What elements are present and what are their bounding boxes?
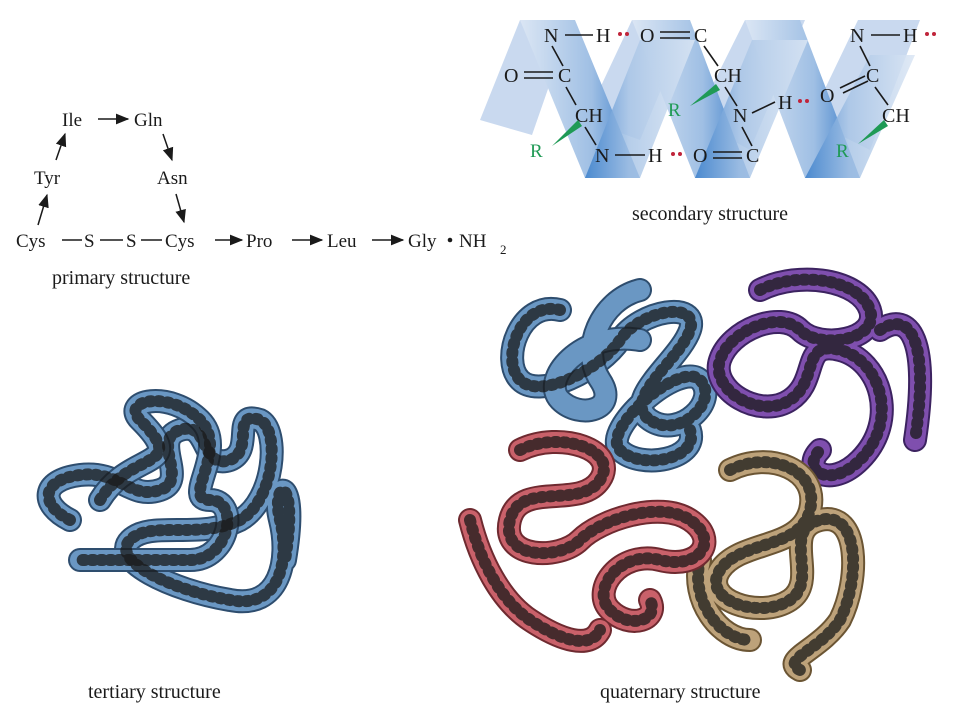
bond <box>703 45 719 67</box>
atom-c-3: C <box>746 145 759 167</box>
tertiary-structure: tertiary structure <box>36 389 302 703</box>
tertiary-stripes <box>42 412 296 608</box>
r-group-3: R <box>836 141 849 162</box>
atom-ch-1: CH <box>575 105 603 127</box>
r-wedge-2 <box>690 84 720 106</box>
residue-tyr: Tyr <box>34 168 61 189</box>
hbond-dot <box>925 32 929 36</box>
residue-s-2: S <box>126 231 137 252</box>
arrow-cys-tyr <box>37 193 49 226</box>
dot-separator <box>447 237 453 243</box>
bond <box>874 86 889 106</box>
ribbon-front-5 <box>695 40 808 178</box>
atom-n-4: N <box>850 25 864 47</box>
ribbon-front-4 <box>585 40 695 178</box>
atom-h-4: H <box>903 25 917 47</box>
atom-n-3: N <box>733 105 747 127</box>
atom-ch-2: CH <box>714 65 742 87</box>
secondary-structure: N H O C CH R N H O C CH R N H O C N <box>480 20 936 225</box>
atom-n-1: N <box>544 25 558 47</box>
atom-h-2: H <box>648 145 662 167</box>
bond <box>584 126 597 146</box>
atom-o-4: O <box>820 85 834 107</box>
atom-c-1: C <box>558 65 571 87</box>
red-stripes <box>464 436 711 647</box>
hbond-dot <box>805 99 809 103</box>
atom-ch-3: CH <box>882 105 910 127</box>
residue-pro: Pro <box>246 231 272 252</box>
primary-structure: Ile Gln Tyr Asn Cys S S Cys Pro Leu Gly … <box>16 110 507 289</box>
residue-cys-2: Cys <box>165 231 195 252</box>
residue-gly: Gly <box>408 231 437 252</box>
arrow-asn-cys <box>175 193 186 224</box>
tertiary-caption: tertiary structure <box>88 681 221 703</box>
secondary-caption: secondary structure <box>632 203 788 225</box>
ribbon-front-6 <box>805 55 915 178</box>
hbond-dot <box>678 152 682 156</box>
r-wedge-1 <box>552 120 582 146</box>
quaternary-caption: quaternary structure <box>600 681 761 703</box>
blue-tube <box>544 280 650 421</box>
subunit-purple <box>706 267 933 488</box>
tertiary-chain <box>36 389 302 614</box>
subunit-tan <box>686 450 866 682</box>
hbond-dot <box>625 32 629 36</box>
bond <box>741 126 753 147</box>
residue-ile: Ile <box>62 110 82 131</box>
arrow-tyr-ile <box>55 132 67 161</box>
bond <box>551 45 564 67</box>
bond <box>842 80 869 94</box>
atom-o-3: O <box>693 145 707 167</box>
primary-caption: primary structure <box>52 267 190 289</box>
r-wedge-3 <box>858 120 888 144</box>
atom-c-4: C <box>866 65 879 87</box>
atom-n-2: N <box>595 145 609 167</box>
hbond-dot <box>798 99 802 103</box>
residue-nh: NH <box>459 231 487 252</box>
hbond-dot <box>671 152 675 156</box>
r-group-2: R <box>668 100 681 121</box>
tertiary-stripes <box>74 395 234 566</box>
quaternary-structure: quaternary structure <box>458 267 933 703</box>
residue-s-1: S <box>84 231 95 252</box>
atom-c-2: C <box>694 25 707 47</box>
residue-asn: Asn <box>157 168 188 189</box>
hbond-dot <box>932 32 936 36</box>
subunit-blue <box>500 278 718 473</box>
arrow-gln-asn <box>162 133 174 162</box>
hbond-dot <box>618 32 622 36</box>
residue-leu: Leu <box>327 231 357 252</box>
bond <box>724 86 738 107</box>
atom-h-3: H <box>778 92 792 114</box>
bond <box>839 75 866 89</box>
subunit-red <box>458 430 717 653</box>
bond <box>859 45 871 67</box>
subscript-2: 2 <box>500 242 507 257</box>
residue-cys-1: Cys <box>16 231 46 252</box>
r-group-1: R <box>530 141 543 162</box>
tan-stripes <box>692 456 860 676</box>
bond <box>751 101 776 114</box>
residue-gln: Gln <box>134 110 163 131</box>
atom-o-2: O <box>640 25 654 47</box>
purple-stripes <box>712 273 927 482</box>
atom-h-1: H <box>596 25 610 47</box>
blue-stripes <box>506 302 712 467</box>
bond <box>565 86 577 106</box>
atom-o-1: O <box>504 65 518 87</box>
